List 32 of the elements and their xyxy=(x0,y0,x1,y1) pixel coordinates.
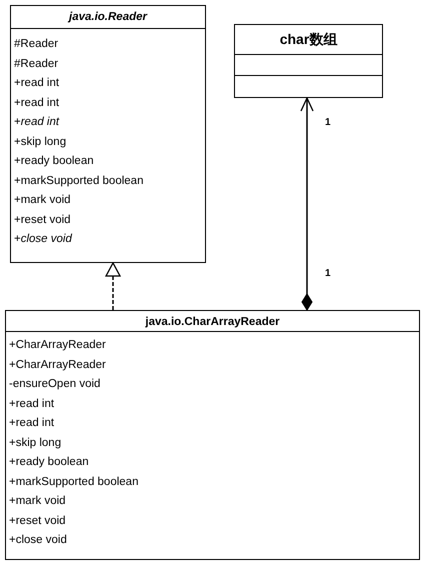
member-text: +markSupported boolean xyxy=(8,474,138,488)
member-text: +markSupported boolean xyxy=(13,174,144,188)
member-text: +reset void xyxy=(8,514,66,528)
class-name: java.io.Reader xyxy=(69,11,147,23)
composition-arrow xyxy=(300,97,314,310)
multiplicity-label: 1 xyxy=(325,117,331,128)
member-text: #Reader xyxy=(13,37,58,51)
member-text: +CharArrayReader xyxy=(8,358,106,372)
class-box xyxy=(5,310,420,560)
member-text: +ready boolean xyxy=(13,154,94,168)
member-text: +read int xyxy=(8,396,54,410)
class-name: java.io.CharArrayReader xyxy=(145,316,280,328)
member-text: +reset void xyxy=(13,212,71,226)
member-text: -ensureOpen void xyxy=(8,377,100,391)
class-box xyxy=(234,24,383,98)
member-text: +mark void xyxy=(8,494,66,508)
member-text: +read int xyxy=(13,76,60,90)
class-name: char数组 xyxy=(280,31,338,47)
member-text: +ready boolean xyxy=(8,455,89,469)
multiplicity-label: 1 xyxy=(325,268,331,279)
member-text: +read int xyxy=(13,115,60,129)
class-box xyxy=(10,5,206,263)
member-text: +close void xyxy=(8,533,67,547)
member-text: +CharArrayReader xyxy=(8,338,106,352)
member-text: +skip long xyxy=(8,436,62,450)
inheritance-arrow xyxy=(105,262,121,310)
member-text: #Reader xyxy=(13,56,58,70)
member-text: +skip long xyxy=(13,134,66,148)
member-text: +mark void xyxy=(13,193,71,207)
member-text: +close void xyxy=(13,232,72,246)
member-text: +read int xyxy=(13,96,60,110)
member-text: +read int xyxy=(8,416,54,430)
